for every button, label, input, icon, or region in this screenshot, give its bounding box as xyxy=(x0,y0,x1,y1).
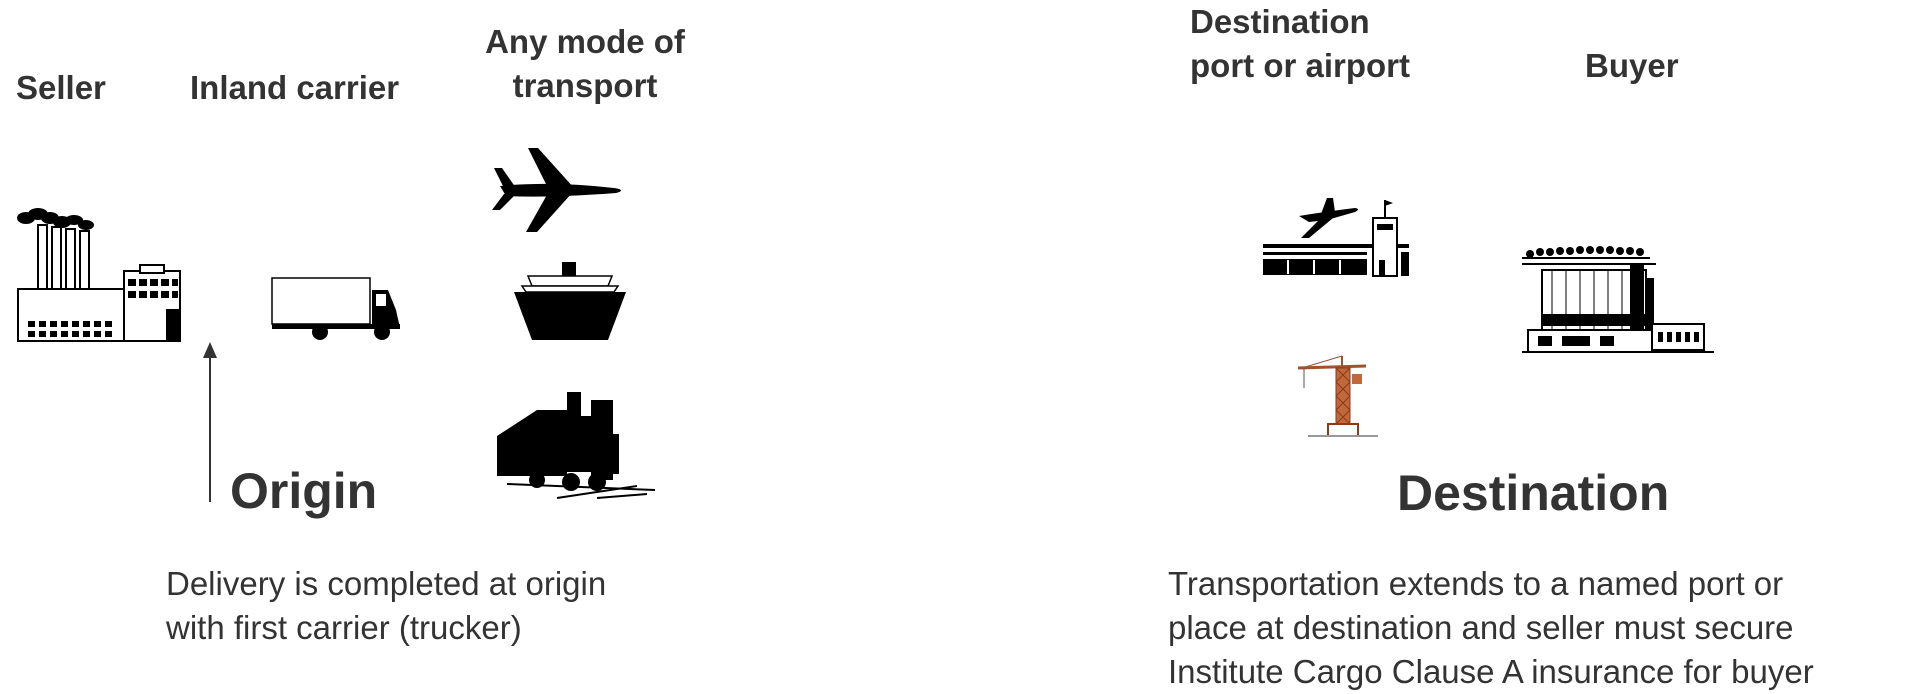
header-destination-port-line2: port or airport xyxy=(1190,47,1410,84)
header-seller: Seller xyxy=(16,69,106,106)
header-any-mode: Any mode of transport xyxy=(460,20,710,108)
airplane-icon xyxy=(492,148,622,232)
header-buyer: Buyer xyxy=(1585,47,1679,84)
ship-icon xyxy=(514,262,626,340)
header-any-mode-line1: Any mode of xyxy=(485,23,685,60)
destination-note-line1: Transportation extends to a named port o… xyxy=(1168,565,1784,602)
header-any-mode-line2: transport xyxy=(512,67,658,104)
destination-note-line2: place at destination and seller must sec… xyxy=(1168,609,1794,646)
origin-note-line2: with first carrier (trucker) xyxy=(166,609,522,646)
airport-icon xyxy=(1263,198,1409,277)
factory-icon xyxy=(17,208,181,342)
up-arrow-icon xyxy=(203,342,217,502)
truck-icon xyxy=(271,277,400,340)
header-destination-port: Destination port or airport xyxy=(1190,0,1410,88)
header-inland-carrier: Inland carrier xyxy=(190,69,400,106)
destination-note-line3: Institute Cargo Clause A insurance for b… xyxy=(1168,653,1814,690)
destination-label: Destination xyxy=(1397,465,1670,521)
destination-note: Transportation extends to a named port o… xyxy=(1168,562,1814,694)
train-icon xyxy=(497,392,656,499)
origin-note-line1: Delivery is completed at origin xyxy=(166,565,607,602)
origin-note: Delivery is completed at origin with fir… xyxy=(166,562,606,650)
crane-icon xyxy=(1297,355,1378,437)
origin-label: Origin xyxy=(230,463,378,519)
header-destination-port-line1: Destination xyxy=(1190,3,1370,40)
buyer-factory-icon xyxy=(1522,246,1714,353)
